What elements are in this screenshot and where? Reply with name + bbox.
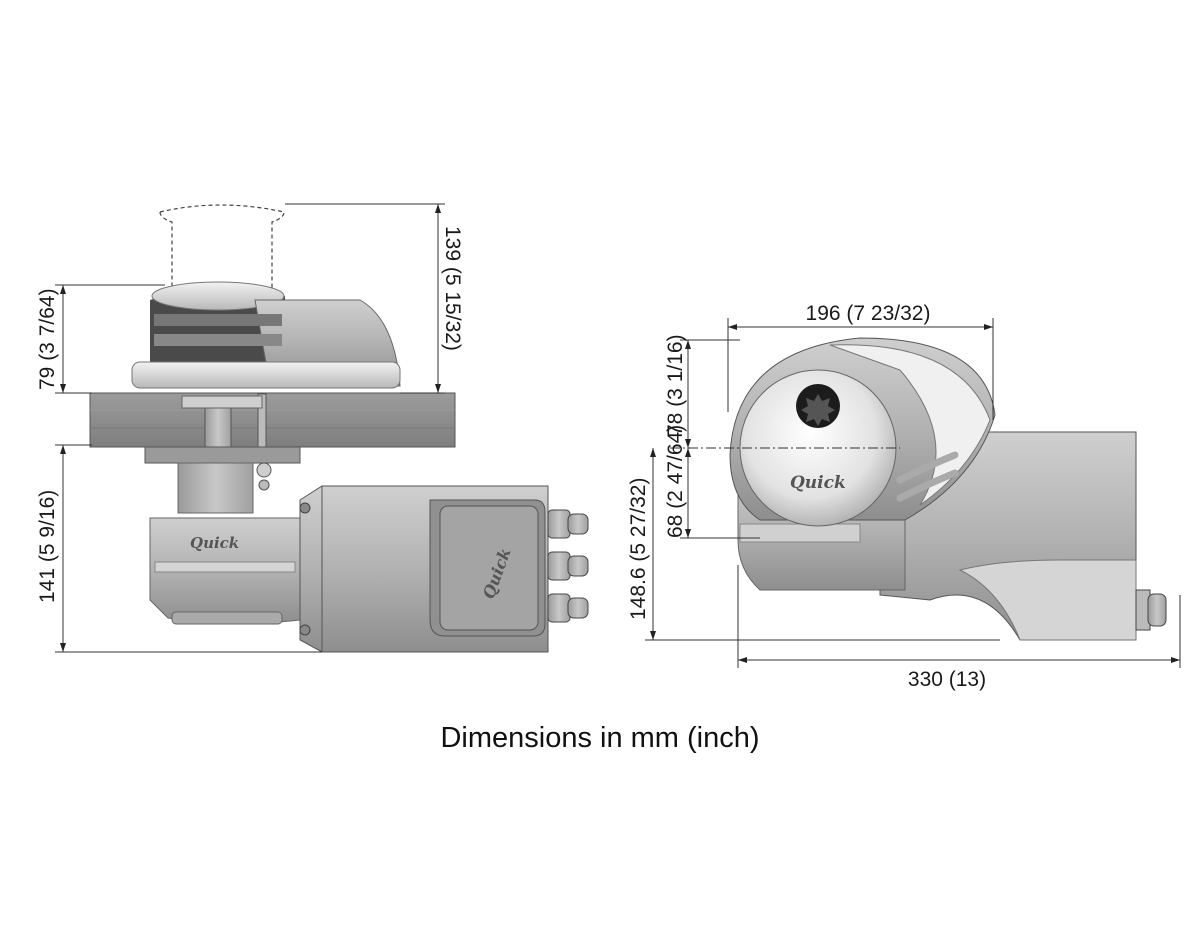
brand-logo-front: Quick [790,473,846,493]
dim-front-length: 330 (13) [908,668,986,691]
capstan-ghost-outline [159,204,285,290]
gypsy-housing [131,281,401,389]
dimension-labels: 139 (5 15/32) 79 (3 7/64) 141 (5 9/16) 1… [36,226,986,691]
dim-side-lower-height: 141 (5 9/16) [36,490,59,603]
control-box [439,505,539,631]
deck-plate [89,392,456,448]
socket-star [801,394,835,426]
dim-side-top-height: 139 (5 15/32) [441,226,464,351]
dim-front-width: 196 (7 23/32) [806,302,931,325]
side-view: Quick Quick [89,204,589,653]
gearbox: Quick [149,517,301,625]
motor: Quick [299,485,549,653]
dim-side-upper-height: 79 (3 7/64) [36,288,59,390]
drawing-caption: Dimensions in mm (inch) [440,722,760,754]
cable-glands [547,509,589,623]
front-view: Quick [670,337,1167,641]
dimension-lines [55,203,1181,668]
brand-logo-side: Quick [190,534,239,552]
gearbox-column [177,462,254,514]
dim-front-mid-height: 68 (2 47/64) [664,425,687,538]
dim-front-upper-height: 78 (3 1/16) [664,334,687,436]
dim-front-lower-height: 148.6 (5 27/32) [627,478,650,620]
